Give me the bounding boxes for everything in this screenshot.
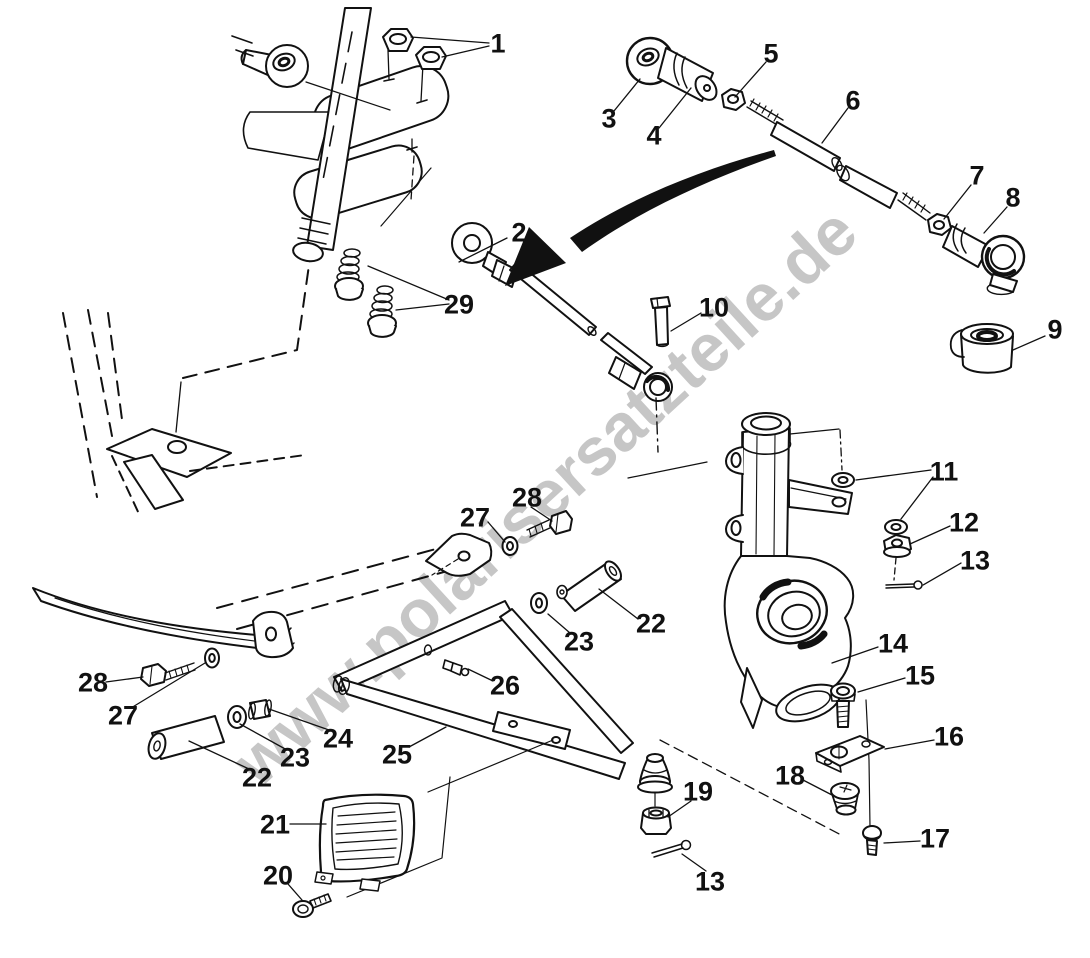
washer-27-upper (501, 536, 519, 556)
washer-11b (884, 519, 908, 535)
cotter-pin-13b (651, 839, 692, 858)
callout-13: 13 (694, 866, 726, 897)
callout-15: 15 (904, 660, 936, 691)
callout-5: 5 (763, 38, 779, 69)
callout-28: 28 (77, 667, 109, 698)
callout-12: 12 (948, 507, 980, 538)
callout-2: 2 (511, 217, 527, 248)
steering-column-drawing (231, 7, 450, 263)
tie-rod-center-drawing (334, 222, 673, 453)
threaded-rod-6 (746, 98, 931, 221)
callout-6: 6 (845, 85, 861, 116)
callout-25: 25 (381, 739, 413, 770)
callout-27: 27 (107, 700, 139, 731)
ball-joint-8 (942, 223, 1026, 296)
callout-28: 28 (511, 482, 543, 513)
callout-7: 7 (969, 160, 985, 191)
sleeve-22-lower (147, 715, 225, 760)
footrest-guard-drawing (292, 739, 554, 918)
ball-joint-boot (637, 753, 673, 807)
callout-leader-lines (105, 36, 1046, 901)
direction-arrow (505, 150, 776, 286)
callout-21: 21 (259, 809, 291, 840)
screw-17 (862, 825, 882, 856)
bolt-15 (830, 682, 856, 728)
bushing-23-lower (227, 705, 247, 729)
plug-18 (830, 782, 860, 816)
bracket-16 (815, 735, 885, 773)
rod-end-top-left (231, 35, 391, 111)
nut-12 (883, 534, 912, 558)
callout-14: 14 (877, 628, 909, 659)
a-arm-drawing (32, 510, 692, 858)
screw-29a (334, 248, 364, 301)
grease-fitting-26 (423, 644, 470, 677)
bushing-23-upper (530, 592, 548, 614)
callout-16: 16 (933, 721, 965, 752)
callout-18: 18 (774, 760, 806, 791)
callout-22: 22 (241, 762, 273, 793)
bolt-28-upper (526, 510, 573, 538)
cotter-pin-13a (885, 580, 923, 590)
screw-20 (292, 893, 332, 918)
callout-17: 17 (919, 823, 951, 854)
callout-11: 11 (929, 456, 959, 487)
castle-nut-19 (640, 806, 672, 835)
callout-22: 22 (635, 608, 667, 639)
washer-11a (831, 472, 855, 488)
callout-8: 8 (1005, 182, 1021, 213)
callout-23: 23 (563, 626, 595, 657)
jam-nut-5 (721, 88, 746, 111)
frame-hidden-lines (62, 257, 311, 517)
callout-24: 24 (322, 723, 354, 754)
callout-10: 10 (698, 292, 730, 323)
screw-29b (367, 285, 397, 338)
jam-nut-7 (927, 213, 952, 236)
callout-27: 27 (459, 502, 491, 533)
flange-nut-1b (415, 46, 447, 70)
callout-29: 29 (443, 289, 475, 320)
bolt-10 (650, 296, 671, 348)
washer-27-lower (204, 647, 220, 669)
callout-9: 9 (1047, 314, 1063, 345)
flange-nut-1a (382, 28, 414, 52)
callout-19: 19 (682, 776, 714, 807)
sleeve-22-upper (560, 560, 622, 612)
bushing-9 (949, 323, 1014, 374)
spacer-small-upper (556, 584, 568, 600)
spacer-24 (248, 699, 272, 720)
tie-rod-right-drawing (625, 36, 1026, 296)
callout-20: 20 (262, 860, 294, 891)
callout-13: 13 (959, 545, 991, 576)
spindle-drawing (627, 412, 923, 856)
callout-26: 26 (489, 670, 521, 701)
callout-23: 23 (279, 742, 311, 773)
callout-4: 4 (646, 120, 662, 151)
callout-3: 3 (601, 103, 617, 134)
callout-1: 1 (490, 28, 506, 59)
rod-end-3 (625, 36, 718, 102)
